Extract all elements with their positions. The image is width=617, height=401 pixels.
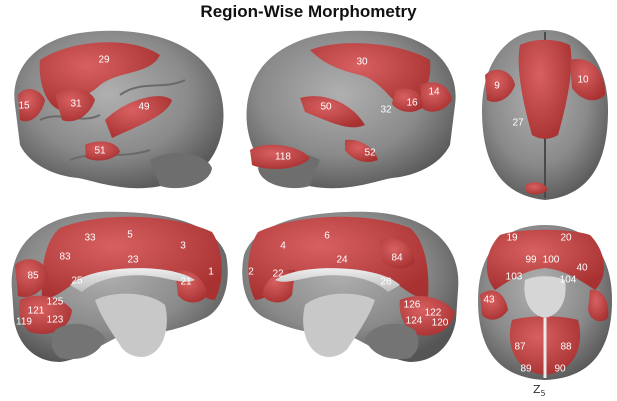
region-label: 33 <box>84 233 96 244</box>
region <box>486 229 605 290</box>
region-label: 23 <box>127 255 139 266</box>
region-label: 103 <box>506 272 523 283</box>
region <box>392 88 423 112</box>
region-label: 40 <box>576 263 588 274</box>
region <box>85 141 120 161</box>
region <box>420 82 452 112</box>
region <box>345 139 378 162</box>
region <box>105 96 172 138</box>
region-label: 88 <box>560 342 572 353</box>
region-label: 50 <box>320 102 332 113</box>
z-letter: Z <box>533 383 541 396</box>
region-label: 83 <box>59 252 71 263</box>
figure-title: Region-Wise Morphometry <box>200 2 417 21</box>
ventricle <box>524 276 566 318</box>
region-label: 1 <box>208 267 214 278</box>
panel-lateral-left: 29 15 31 49 51 <box>14 30 224 189</box>
region <box>570 59 606 101</box>
region-label: 27 <box>512 118 524 129</box>
brainstem <box>95 293 167 357</box>
cerebellum <box>150 153 212 189</box>
region-label: 126 <box>404 300 421 311</box>
region-label: 87 <box>514 342 526 353</box>
region <box>55 88 95 122</box>
region-label: 14 <box>428 87 440 98</box>
panel-dorsal: 10 9 27 <box>482 30 608 200</box>
region-label: 16 <box>406 98 418 109</box>
brainstem <box>303 293 375 357</box>
panel-axial: 19 20 99 100 40 103 104 43 87 88 89 90 <box>478 225 612 380</box>
region-label: 29 <box>98 55 110 66</box>
panel-medial-right: 4 6 84 24 2 22 26 126 122 124 120 <box>242 211 459 362</box>
region-label: 6 <box>324 231 330 242</box>
region-label: 26 <box>380 277 392 288</box>
region-label: 25 <box>71 276 83 287</box>
region <box>380 238 415 269</box>
region-label: 123 <box>47 315 64 326</box>
region <box>399 296 455 336</box>
region-label: 49 <box>138 102 150 113</box>
region-label: 90 <box>554 364 566 375</box>
region-label: 43 <box>483 295 495 306</box>
region <box>15 259 48 298</box>
panel-lateral-right: 30 14 16 32 50 118 52 <box>246 30 456 189</box>
region-label: 4 <box>280 241 286 252</box>
panel-medial-left: 33 5 3 83 23 85 25 21 1 125 121 123 119 <box>11 211 228 362</box>
z-subscript: 5 <box>540 389 546 399</box>
region-label: 85 <box>27 271 39 282</box>
region-label: 52 <box>364 148 376 159</box>
region <box>518 39 572 139</box>
region-label: 89 <box>520 364 532 375</box>
region-label: 30 <box>356 57 368 68</box>
region-label: 84 <box>391 253 403 264</box>
region-label: 24 <box>336 255 348 266</box>
region <box>525 182 548 195</box>
region <box>250 144 310 170</box>
cerebellum <box>365 323 419 360</box>
region-label: 15 <box>18 101 30 112</box>
slice-z-label: Z5 <box>533 383 546 398</box>
cerebellum <box>51 323 105 360</box>
region <box>248 216 429 300</box>
region-label: 22 <box>272 269 284 280</box>
region-label: 100 <box>543 255 560 266</box>
region <box>480 290 508 320</box>
region-label: 32 <box>380 105 392 116</box>
corpus-callosum <box>70 268 195 292</box>
region-label: 5 <box>127 230 133 241</box>
region-label: 10 <box>577 75 589 86</box>
region <box>485 69 515 102</box>
corpus-callosum <box>275 268 400 292</box>
region-label: 19 <box>506 233 518 244</box>
region-label: 122 <box>425 308 442 319</box>
region <box>19 295 72 334</box>
region-label: 9 <box>494 81 500 92</box>
region-label: 121 <box>28 306 45 317</box>
region-label: 31 <box>70 99 82 110</box>
region-label: 3 <box>180 241 186 252</box>
region-label: 119 <box>16 317 32 328</box>
region-label: 20 <box>560 233 572 244</box>
region-label: 99 <box>525 255 537 266</box>
region <box>588 289 609 322</box>
region <box>41 216 222 300</box>
region-label: 120 <box>432 318 449 329</box>
region-label: 2 <box>248 267 254 278</box>
region-label: 124 <box>406 316 423 327</box>
region <box>300 96 365 128</box>
region-label: 21 <box>180 277 192 288</box>
region <box>18 88 45 122</box>
region-label: 118 <box>275 152 291 163</box>
region-label: 51 <box>94 146 106 157</box>
region-label: 104 <box>560 275 577 286</box>
region-label: 125 <box>47 297 64 308</box>
